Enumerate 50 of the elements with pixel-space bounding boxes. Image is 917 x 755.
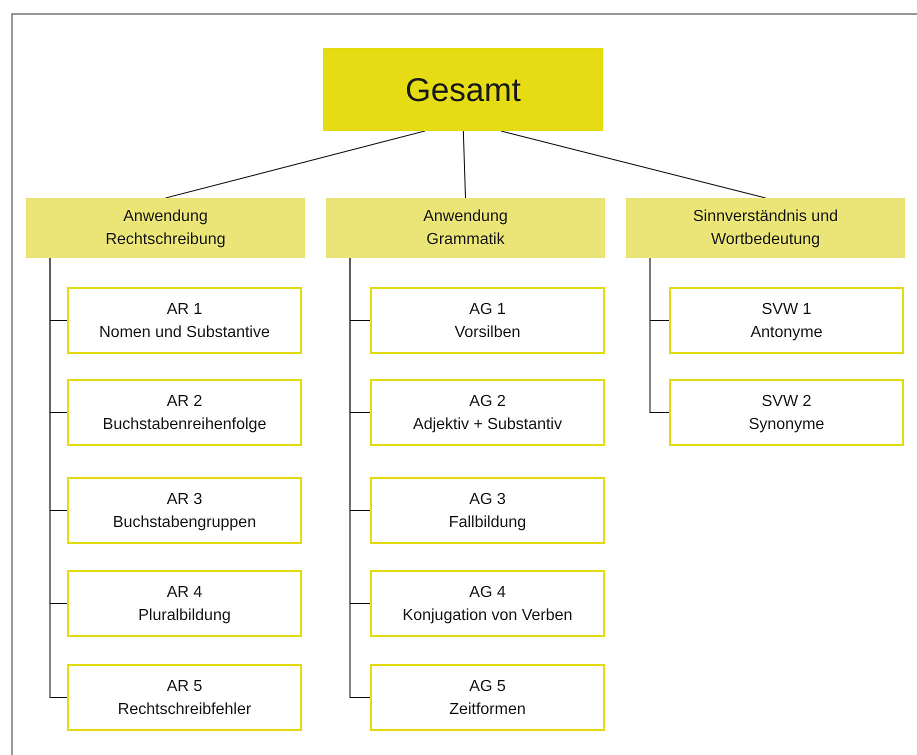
subtest-name: Rechtschreibfehler <box>118 700 252 720</box>
category-label: Anwendung Rechtschreibung <box>104 207 227 250</box>
connector-line <box>500 130 766 199</box>
subtest-name: Zeitformen <box>449 700 526 720</box>
subtest-code: AR 5 <box>166 676 202 696</box>
subtest-box <box>669 379 904 446</box>
subtest-box <box>370 379 605 446</box>
subtest-code: SVW 1 <box>762 300 812 320</box>
subtest-box <box>370 477 605 544</box>
subtest-box <box>67 287 302 354</box>
subtest-name: Buchstabengruppen <box>112 512 256 532</box>
subtest-name: Vorsilben <box>454 322 520 342</box>
subtest-name: Buchstabenreihenfolge <box>102 414 266 434</box>
subtest-name: Fallbildung <box>448 512 526 532</box>
subtest-code: AR 2 <box>166 392 202 412</box>
subtest-code: AG 4 <box>469 582 506 602</box>
category-box <box>26 198 305 258</box>
category-label: Sinnverständnis und Wortbedeutung <box>692 207 839 250</box>
subtest-code: AR 1 <box>166 300 202 320</box>
subtest-box <box>370 664 605 731</box>
subtest-box <box>67 379 302 446</box>
subtest-box <box>67 477 302 544</box>
subtest-name: Antonyme <box>750 322 823 342</box>
subtest-code: SVW 2 <box>762 392 812 412</box>
subtest-code: AR 4 <box>166 582 202 602</box>
subtest-name: Pluralbildung <box>138 606 231 626</box>
subtest-box <box>67 570 302 637</box>
connector-line <box>462 130 466 198</box>
subtest-box <box>67 664 302 731</box>
connector-line <box>349 258 370 698</box>
subtest-box <box>669 287 904 354</box>
subtest-name: Konjugation von Verben <box>402 606 572 626</box>
category-label: Anwendung Grammatik <box>422 207 509 250</box>
category-box <box>326 198 605 258</box>
subtest-code: AG 1 <box>469 300 506 320</box>
subtest-code: AG 3 <box>469 490 506 510</box>
connector-line <box>49 258 67 698</box>
subtest-name: Synonyme <box>748 414 824 434</box>
subtest-code: AG 2 <box>469 392 506 412</box>
subtest-code: AR 3 <box>166 490 202 510</box>
subtest-code: AG 5 <box>469 676 506 696</box>
category-box <box>626 198 905 258</box>
title-text: Gesamt <box>405 70 521 108</box>
connector-line <box>649 258 669 414</box>
subtest-box <box>370 287 605 354</box>
connector-line <box>165 130 426 199</box>
title-box <box>323 48 603 131</box>
subtest-name: Nomen und Substantive <box>99 322 270 342</box>
subtest-name: Adjektiv + Substantiv <box>413 414 562 434</box>
subtest-box <box>370 570 605 637</box>
